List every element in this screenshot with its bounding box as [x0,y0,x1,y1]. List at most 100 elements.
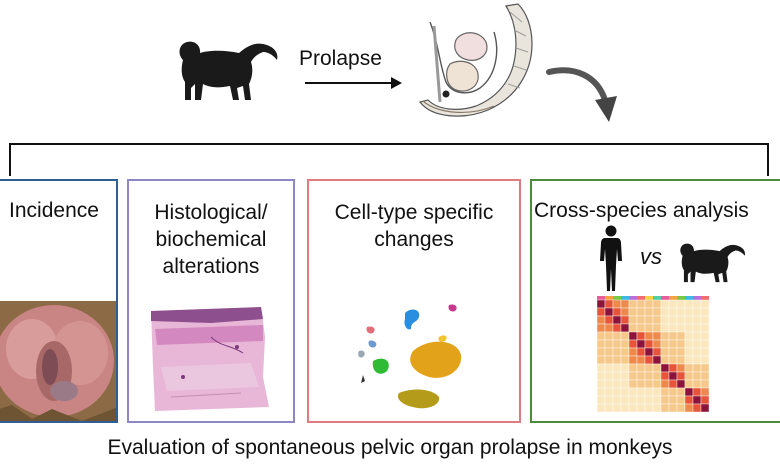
heatmap-cell [620,379,630,389]
cell-type-title: Cell-type specific changes [334,201,494,251]
heatmap-cell [644,347,654,357]
heatmap-cell [636,331,646,341]
heatmap-cell [644,403,654,412]
heatmap-cell [597,379,606,389]
heatmap-cell [692,403,702,412]
heatmap-cell [684,323,694,333]
heatmap-cell [628,379,638,389]
heatmap-cell [700,323,710,333]
heatmap-cell [612,307,622,317]
heatmap-cell [612,299,622,309]
heatmap-cell [692,355,702,365]
heatmap-cell [652,371,662,381]
heatmap-cell [660,355,670,365]
heatmap-cell [604,355,614,365]
heatmap-cell [604,315,614,325]
heatmap-cell [628,299,638,309]
umap-cluster-plot [358,304,462,409]
heatmap-cell [660,403,670,412]
heatmap-cell [692,315,702,325]
heatmap-cell [700,347,710,357]
heatmap-cell [628,403,638,412]
heatmap-cell [628,347,638,357]
heatmap-cell [644,339,654,349]
heatmap-cell [692,379,702,389]
heatmap-annotation-cell [677,296,685,300]
heatmap-cell [652,395,662,405]
heatmap-cell [604,299,614,309]
heatmap-annotation-cell [661,296,669,300]
heatmap-annotation-cell [597,296,605,300]
heatmap-cell [692,395,702,405]
heatmap-cell [636,371,646,381]
heatmap-cell [604,323,614,333]
bracket-connector [9,143,769,176]
heatmap-cell [636,387,646,397]
heatmap-cell [604,339,614,349]
heatmap-annotation-cell [645,296,653,300]
heatmap-cell [668,363,678,373]
heatmap-annotation-cell [621,296,629,300]
heatmap-cell [684,307,694,317]
heatmap-cell [676,347,686,357]
heatmap-cell [668,315,678,325]
prolapse-arrow [305,77,402,89]
histological-panel: Histological/ biochemical alterations [127,179,295,423]
heatmap-cell [636,347,646,357]
histology-section-image [151,307,269,411]
heatmap-cell [628,307,638,317]
heatmap-cell [668,331,678,341]
heatmap-cell [652,323,662,333]
heatmap-cell [644,331,654,341]
heatmap-cell [676,387,686,397]
heatmap-cell [668,387,678,397]
heatmap-cell [652,379,662,389]
heatmap-cell [668,355,678,365]
heatmap-cell [612,323,622,333]
heatmap-annotation-cell [605,296,613,300]
heatmap-cell [692,339,702,349]
vs-label: vs [640,244,662,269]
heatmap-cell [612,403,622,412]
heatmap-cell [660,323,670,333]
heatmap-cell [692,331,702,341]
heatmap-cell [700,395,710,405]
heatmap-cell [644,387,654,397]
heatmap-cell [604,379,614,389]
monkey-silhouette-icon [179,41,278,100]
heatmap-cell [700,379,710,389]
heatmap-cell [604,371,614,381]
heatmap-cell [652,347,662,357]
heatmap-cell [604,363,614,373]
heatmap-cell [668,323,678,333]
heatmap-cell [612,355,622,365]
heatmap-cell [597,387,606,397]
heatmap-cell [636,323,646,333]
heatmap-cell [620,355,630,365]
heatmap-cell [652,339,662,349]
heatmap-cell [636,403,646,412]
heatmap-cell [676,323,686,333]
heatmap-cell [700,307,710,317]
heatmap-cell [604,307,614,317]
incidence-title: Incidence [9,199,99,222]
heatmap-cell [644,363,654,373]
heatmap-cell [636,395,646,405]
heatmap-cell [597,315,606,325]
heatmap-cell [644,299,654,309]
heatmap-cell [652,299,662,309]
heatmap-cell [676,315,686,325]
heatmap-cell [628,355,638,365]
heatmap-cell [692,371,702,381]
heatmap-cell [684,403,694,412]
heatmap-cell [604,331,614,341]
heatmap-cell [660,347,670,357]
heatmap-cell [660,339,670,349]
figure-caption: Evaluation of spontaneous pelvic organ p… [107,436,673,459]
heatmap-cell [676,379,686,389]
heatmap-cell [597,355,606,365]
heatmap-cell [660,307,670,317]
heatmap-cell [644,315,654,325]
heatmap-cell [620,331,630,341]
heatmap-cell [676,307,686,317]
